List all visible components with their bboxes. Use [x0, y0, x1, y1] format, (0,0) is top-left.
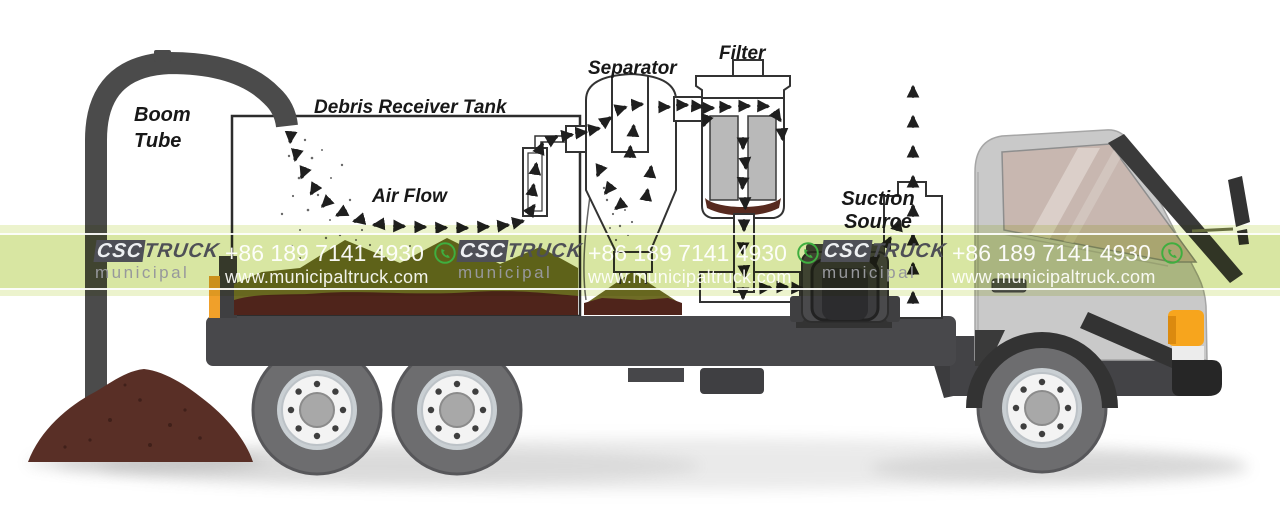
- front-wheel-arch: [966, 332, 1118, 408]
- separator-label: Separator: [588, 58, 677, 79]
- brand-logo-wordmark: CSCTRUCK: [456, 240, 584, 262]
- watermark-band-upper-edge: [0, 225, 1280, 233]
- phone-number: +86 189 7141 4930: [952, 240, 1151, 266]
- brand-csc: CSC: [93, 240, 146, 262]
- contact-block: +86 189 7141 4930 www.municipaltruck.com: [952, 240, 1184, 288]
- brand-subtitle: municipal: [458, 263, 553, 282]
- phone-number: +86 189 7141 4930: [588, 240, 787, 266]
- watermark-border-bottom: [0, 288, 1280, 290]
- ground-debris-pile: [28, 369, 253, 462]
- suction-label-line1: Suction: [841, 188, 915, 210]
- brand-truck: TRUCK: [869, 240, 948, 262]
- website-url: www.municipaltruck.com: [225, 267, 429, 287]
- website-url: www.municipaltruck.com: [952, 267, 1156, 287]
- brand-subtitle: municipal: [822, 263, 917, 282]
- rear-wheel-left: [251, 344, 383, 476]
- whatsapp-icon: [434, 242, 456, 264]
- brand-truck: TRUCK: [142, 240, 221, 262]
- brand-logo: CSCTRUCK municipal: [93, 240, 221, 288]
- brand-logo: CSCTRUCK municipal: [456, 240, 584, 288]
- whatsapp-icon: [1161, 242, 1183, 264]
- contact-block: +86 189 7141 4930 www.municipaltruck.com: [225, 240, 457, 288]
- air-flow-label: Air Flow: [372, 186, 447, 207]
- indicator-light: [1168, 310, 1204, 362]
- front-bumper: [1172, 360, 1222, 396]
- whatsapp-icon: [797, 242, 819, 264]
- boom-label-line1: Boom: [134, 104, 191, 126]
- brand-truck: TRUCK: [505, 240, 584, 262]
- boom-label-line2: Tube: [134, 130, 182, 152]
- website-url: www.municipaltruck.com: [588, 267, 792, 287]
- brand-logo-wordmark: CSCTRUCK: [93, 240, 221, 262]
- filter-label: Filter: [719, 43, 766, 64]
- brand-subtitle: municipal: [95, 263, 190, 282]
- watermark-band-lower-edge: [0, 290, 1280, 296]
- brand-logo: CSCTRUCK municipal: [820, 240, 948, 288]
- debris-tank-label: Debris Receiver Tank: [314, 97, 507, 118]
- boom-tube-label: Boom Tube: [134, 102, 191, 154]
- contact-block: +86 189 7141 4930 www.municipaltruck.com: [588, 240, 820, 288]
- brand-csc: CSC: [456, 240, 509, 262]
- watermark-band: [0, 233, 1280, 290]
- phone-number: +86 189 7141 4930: [225, 240, 424, 266]
- watermark-border-top: [0, 233, 1280, 235]
- rear-wheel-right: [391, 344, 523, 476]
- brand-csc: CSC: [820, 240, 873, 262]
- boom-tube: [85, 50, 298, 398]
- brand-logo-wordmark: CSCTRUCK: [820, 240, 948, 262]
